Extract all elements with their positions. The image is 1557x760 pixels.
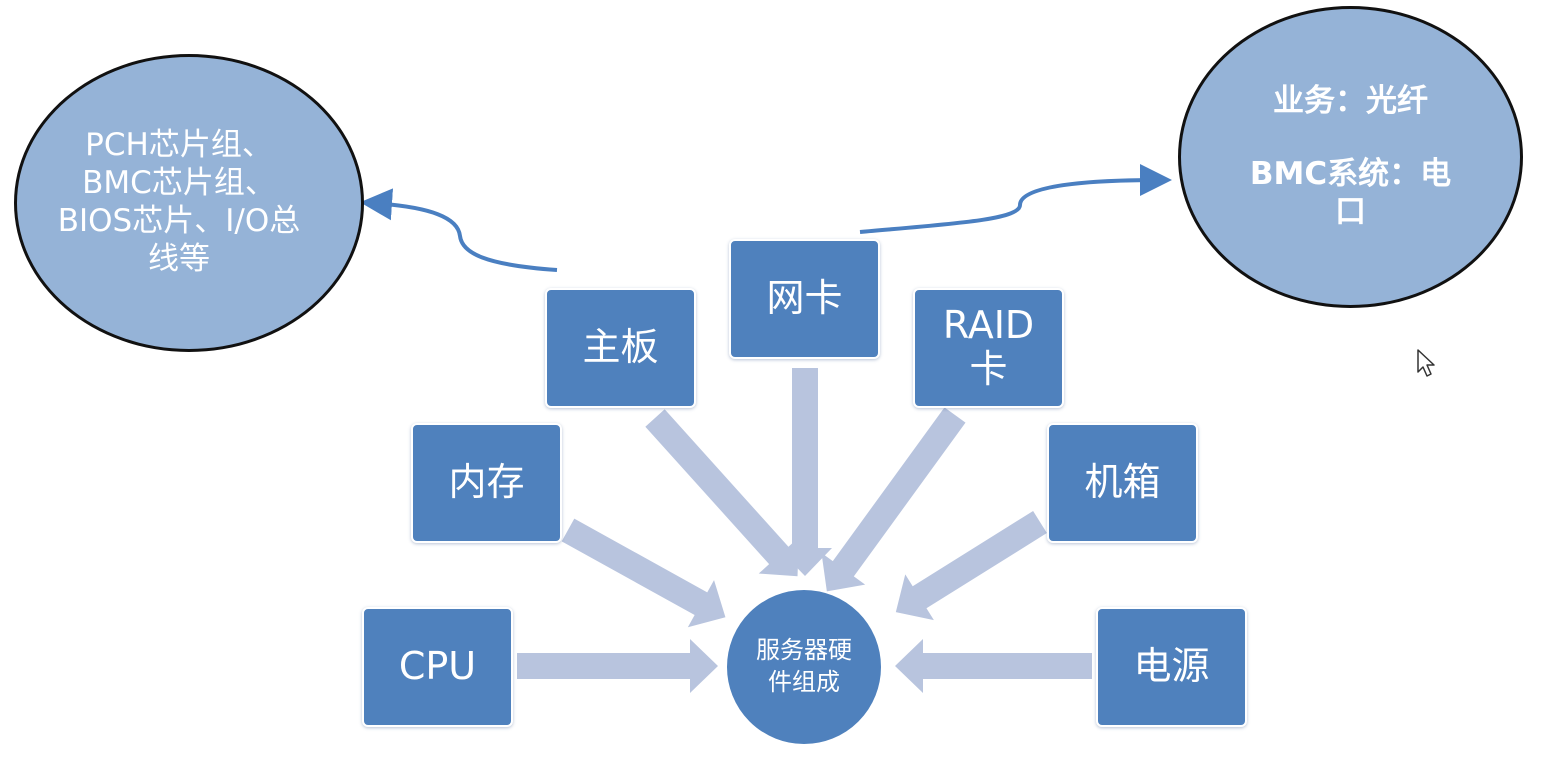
- component-memory: 内存: [411, 423, 562, 543]
- component-cpu-label: CPU: [398, 644, 477, 689]
- center-label: 服务器硬件组成: [756, 636, 852, 696]
- component-power-label: 电源: [1133, 644, 1210, 689]
- component-chassis: 机箱: [1047, 423, 1198, 543]
- component-cpu: CPU: [362, 607, 513, 727]
- arrow-nic: [778, 368, 832, 576]
- component-chassis-label: 机箱: [1084, 460, 1161, 505]
- arrow-raid: [821, 407, 966, 592]
- nic-details-line-2: BMC系统：电口: [1249, 155, 1452, 231]
- arrow-memory: [561, 518, 726, 628]
- arrow-motherboard: [645, 409, 799, 577]
- motherboard-details-text: PCH芯片组、BMC芯片组、BIOS芯片、I/O总线等: [57, 127, 301, 277]
- connector-motherboard-callout: [360, 188, 558, 272]
- mouse-pointer-icon: [1417, 349, 1435, 377]
- component-motherboard: 主板: [545, 288, 696, 408]
- component-nic-label: 网卡: [766, 276, 843, 321]
- server-hardware-center: 服务器硬件组成: [725, 588, 883, 746]
- component-nic: 网卡: [729, 239, 880, 359]
- component-memory-label: 内存: [448, 460, 525, 505]
- nic-details-callout: 业务：光纤 BMC系统：电口: [1178, 6, 1523, 308]
- component-raid: RAID卡: [913, 288, 1064, 408]
- motherboard-details-callout: PCH芯片组、BMC芯片组、BIOS芯片、I/O总线等: [14, 54, 364, 352]
- arrow-chassis: [895, 510, 1047, 621]
- arrow-cpu: [517, 639, 718, 693]
- component-motherboard-label: 主板: [582, 325, 659, 370]
- nic-details-line-1: 业务：光纤: [1273, 82, 1428, 119]
- component-power: 电源: [1096, 607, 1247, 727]
- connector-nic-callout: [859, 164, 1172, 234]
- component-raid-label: RAID卡: [942, 303, 1035, 391]
- arrow-power: [895, 639, 1092, 693]
